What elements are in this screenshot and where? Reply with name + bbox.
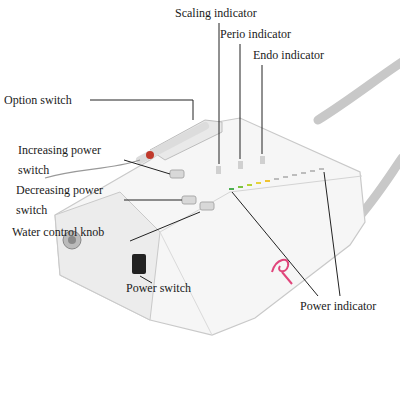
leader-lines [90, 23, 340, 296]
tip-wire [45, 160, 140, 178]
button [200, 202, 214, 210]
handpiece-ring [146, 151, 154, 159]
front-face [55, 192, 160, 320]
callout-label: Water control knob [12, 222, 104, 242]
indicator [216, 166, 221, 174]
indicator [238, 161, 243, 169]
callout-label: Scaling indicator [175, 3, 257, 23]
power-switch [132, 254, 146, 274]
callout-label: Increasing power switch [18, 140, 126, 180]
indicator [260, 156, 265, 164]
callout-label: Decreasing power switch [16, 180, 124, 220]
handpiece [140, 126, 205, 160]
callout-label: Option switch [4, 90, 72, 110]
callout-label: Power switch [126, 278, 191, 298]
cable [318, 62, 400, 120]
callout-label: Endo indicator [253, 45, 324, 65]
logo-mark [272, 260, 292, 284]
button [182, 196, 196, 204]
button [170, 170, 184, 178]
callout-label: Power indicator [300, 296, 376, 316]
power-leds [229, 168, 324, 190]
callout-label: Perio indicator [220, 24, 291, 44]
ridge [160, 176, 362, 232]
